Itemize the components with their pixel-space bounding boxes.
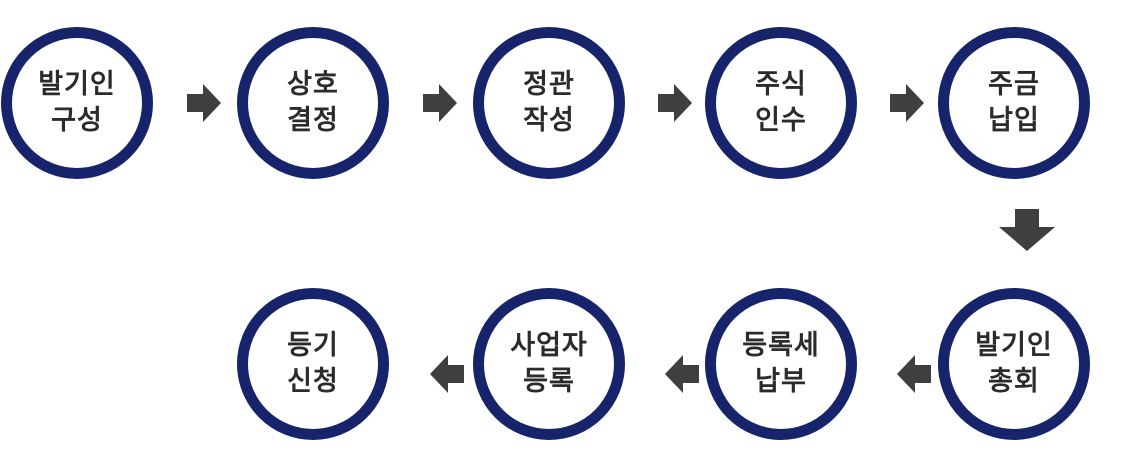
step-label-line1: 주식 (755, 69, 807, 100)
arrow-left-icon (665, 355, 699, 393)
step-circle-6: 발기인 총회 (938, 288, 1090, 440)
step-label-line1: 주금 (988, 69, 1040, 100)
step-circle-3: 정관 작성 (473, 27, 625, 179)
step-circle-1: 발기인 구성 (1, 27, 153, 179)
arrow-left-icon (897, 355, 931, 393)
step-label-line1: 정관 (523, 69, 575, 100)
step-circle-9: 등기 신청 (237, 288, 389, 440)
step-label-line2: 구성 (51, 105, 103, 136)
arrow-right-icon (423, 84, 457, 122)
step-label-line1: 등록세 (742, 330, 820, 361)
step-label-line2: 인수 (755, 105, 807, 136)
step-label-line1: 발기인 (975, 330, 1053, 361)
step-circle-5: 주금 납입 (938, 27, 1090, 179)
step-label-line1: 사업자 (510, 330, 588, 361)
step-circle-2: 상호 결정 (237, 27, 389, 179)
step-label-line2: 납부 (755, 366, 807, 397)
step-label-line2: 총회 (988, 366, 1040, 397)
arrow-right-icon (658, 84, 692, 122)
step-label-line2: 결정 (287, 105, 339, 136)
step-label-line2: 등록 (523, 366, 575, 397)
arrow-right-icon (187, 84, 221, 122)
step-circle-8: 사업자 등록 (473, 288, 625, 440)
step-label-line1: 등기 (287, 330, 339, 361)
step-label-line2: 작성 (523, 105, 575, 136)
step-label-line1: 상호 (287, 69, 339, 100)
arrow-right-icon (890, 84, 924, 122)
step-label-line1: 발기인 (38, 69, 116, 100)
arrow-down-icon (999, 209, 1055, 251)
step-circle-7: 등록세 납부 (705, 288, 857, 440)
step-label-line2: 납입 (988, 105, 1040, 136)
arrow-left-icon (430, 355, 464, 393)
step-circle-4: 주식 인수 (705, 27, 857, 179)
step-label-line2: 신청 (287, 366, 339, 397)
